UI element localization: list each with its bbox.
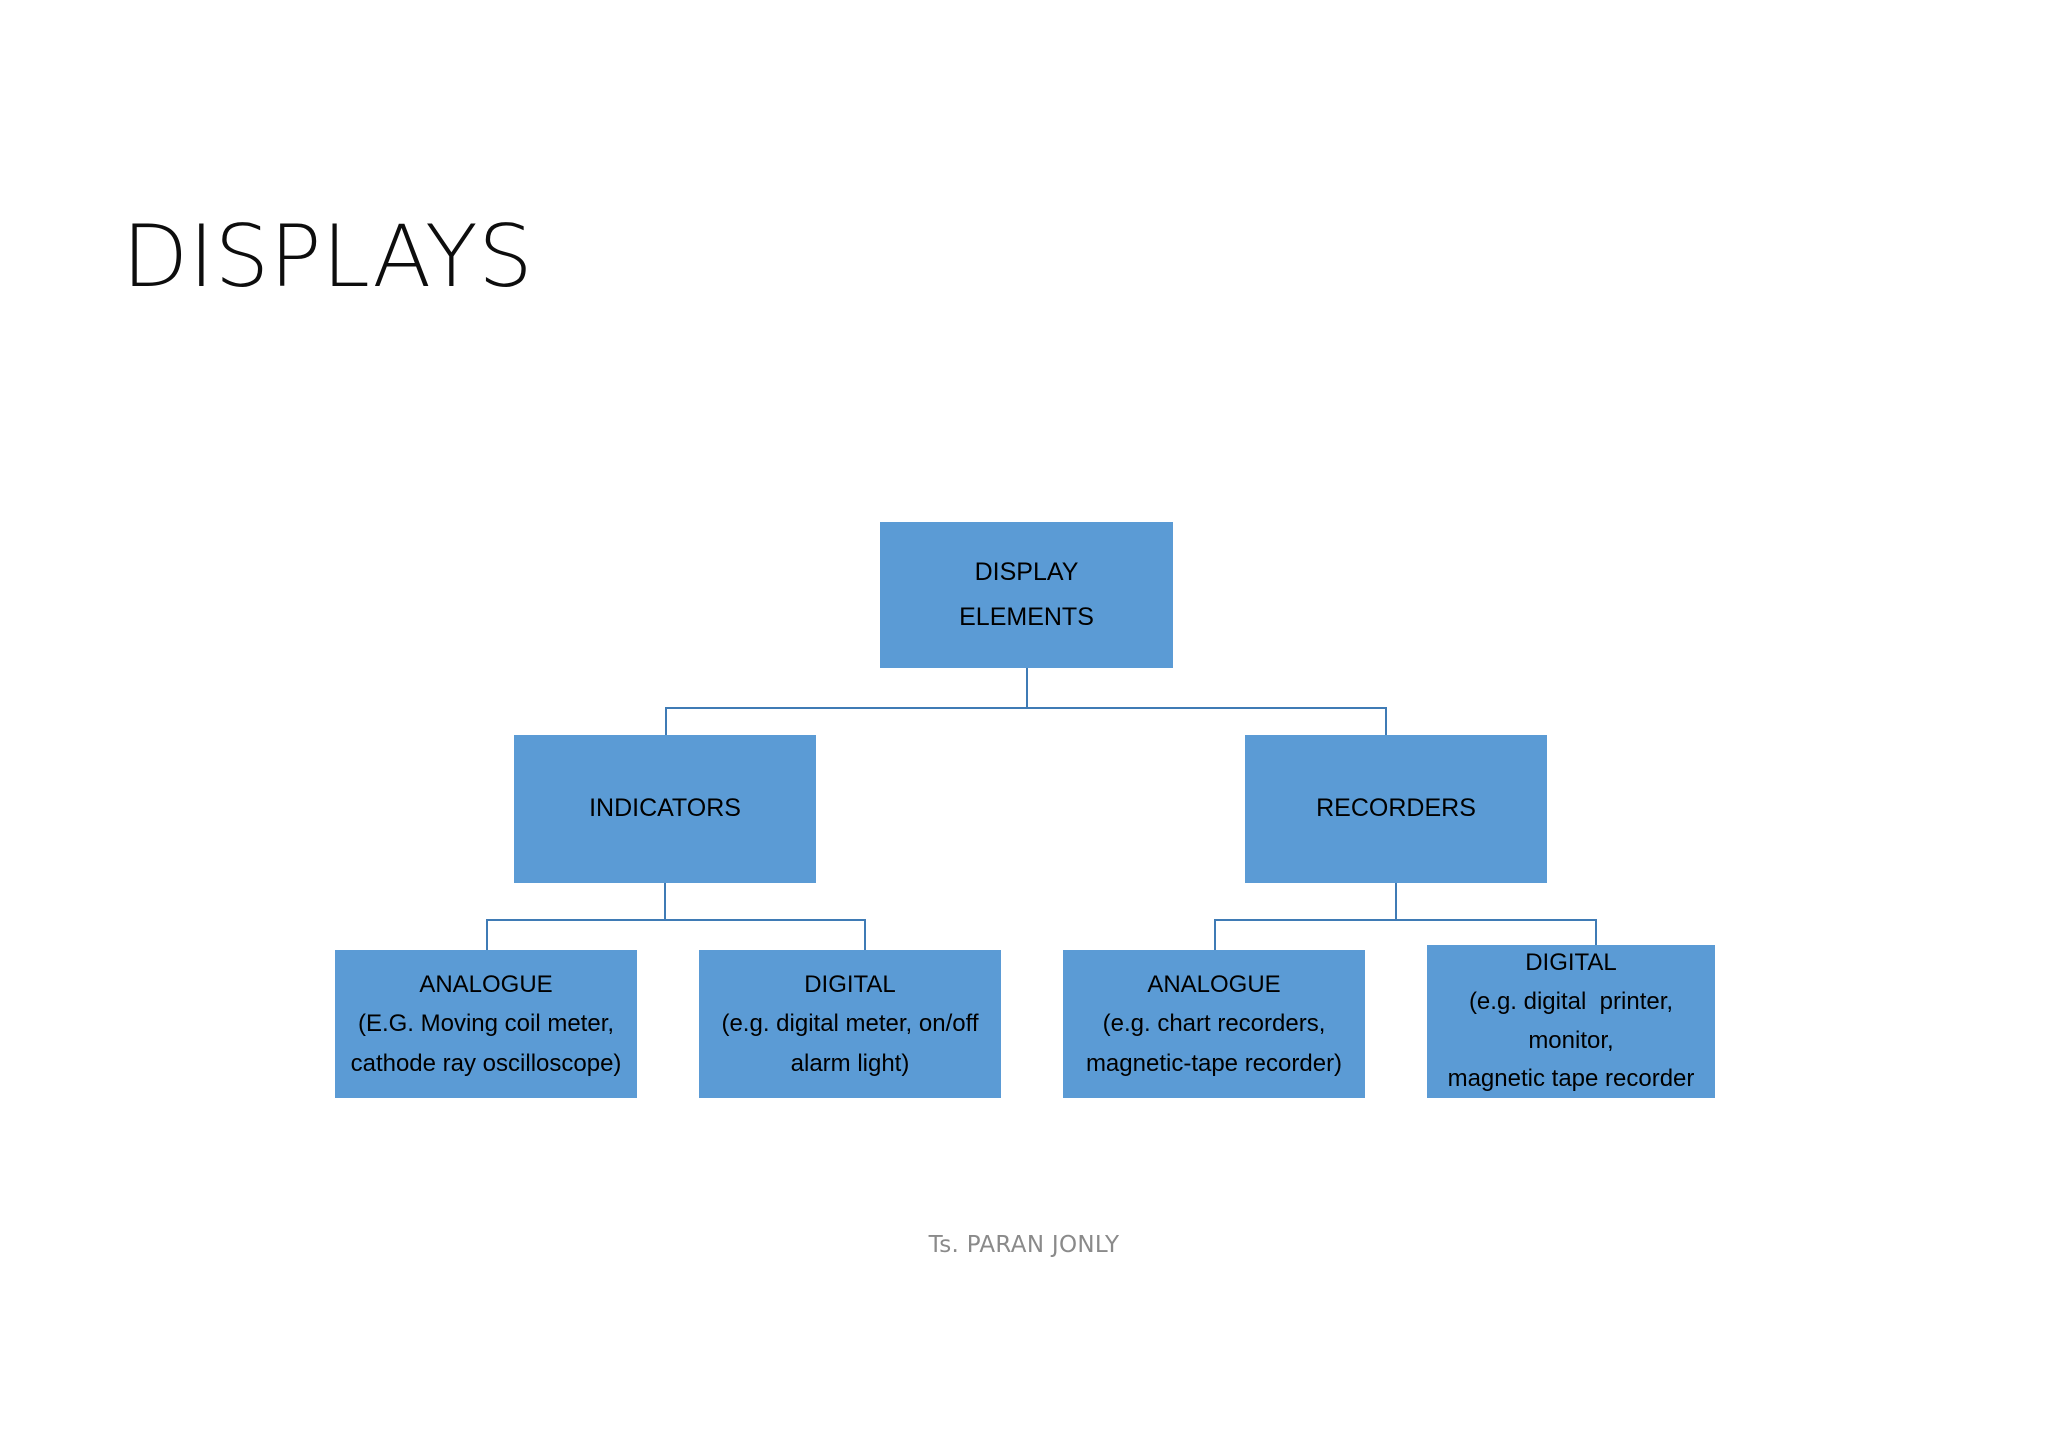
connector-indicators-horizontal-bus: [486, 919, 866, 921]
node-line: magnetic-tape recorder): [1085, 1049, 1343, 1077]
node-line: DISPLAY: [974, 557, 1079, 586]
connector-root-to-indicators: [665, 707, 667, 735]
connector-root-to-recorders: [1385, 707, 1387, 735]
connector-root-stem: [1026, 668, 1028, 708]
node-line: (e.g. digital meter, on/off: [721, 1010, 979, 1038]
node-indicators-analogue[interactable]: ANALOGUE (E.G. Moving coil meter, cathod…: [335, 950, 637, 1098]
node-display-elements[interactable]: DISPLAY ELEMENTS: [880, 522, 1173, 668]
presenter-credit: Ts. PARAN JONLY: [928, 1232, 1120, 1258]
node-line: INDICATORS: [589, 794, 741, 823]
connector-recorders-horizontal-bus: [1214, 919, 1597, 921]
node-recorders-analogue[interactable]: ANALOGUE (e.g. chart recorders, magnetic…: [1063, 950, 1365, 1098]
node-line: cathode ray oscilloscope): [350, 1049, 622, 1077]
node-line: ELEMENTS: [959, 603, 1094, 631]
node-line: ANALOGUE: [419, 970, 553, 998]
node-line: alarm light): [790, 1049, 910, 1077]
page-title: DISPLAYS: [122, 207, 534, 307]
connector-indicators-stem: [664, 883, 666, 920]
node-recorders[interactable]: RECORDERS: [1245, 735, 1547, 883]
node-line: RECORDERS: [1316, 794, 1476, 823]
node-line: magnetic tape recorder: [1447, 1065, 1695, 1093]
connector-root-horizontal-bus: [665, 707, 1387, 709]
connector-recorders-stem: [1395, 883, 1397, 920]
node-line: (E.G. Moving coil meter,: [357, 1010, 615, 1038]
node-line: DIGITAL: [804, 970, 896, 998]
node-line: (e.g. chart recorders,: [1102, 1010, 1326, 1038]
node-line: (e.g. digital printer,: [1468, 987, 1674, 1015]
connector-indicators-to-digital: [864, 919, 866, 950]
connector-recorders-to-digital: [1595, 919, 1597, 945]
node-recorders-digital[interactable]: DIGITAL (e.g. digital printer, monitor, …: [1427, 945, 1715, 1098]
node-line: DIGITAL: [1525, 948, 1617, 976]
node-line: ANALOGUE: [1147, 970, 1281, 998]
connector-recorders-to-analogue: [1214, 919, 1216, 950]
node-indicators-digital[interactable]: DIGITAL (e.g. digital meter, on/off alar…: [699, 950, 1001, 1098]
node-indicators[interactable]: INDICATORS: [514, 735, 816, 883]
node-line: monitor,: [1528, 1026, 1614, 1054]
connector-indicators-to-analogue: [486, 919, 488, 950]
